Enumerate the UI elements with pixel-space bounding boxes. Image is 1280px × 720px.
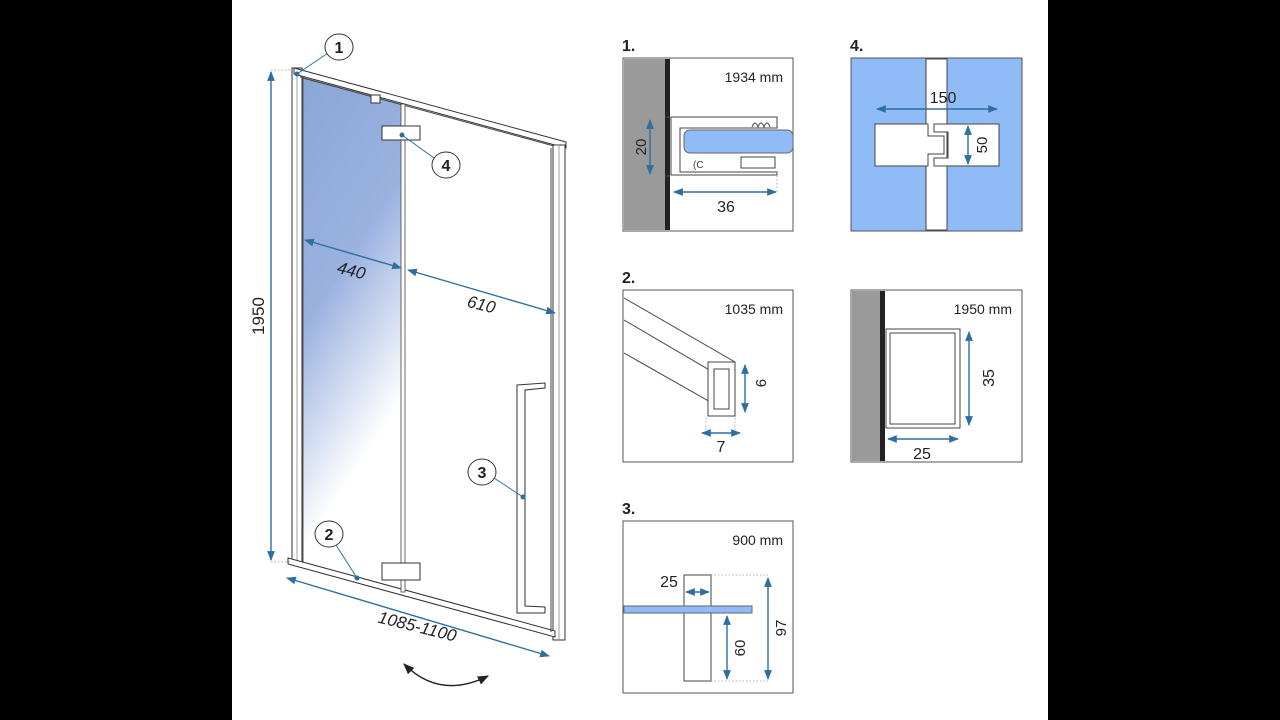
height-dimension-label: 1950 bbox=[249, 297, 268, 335]
svg-text:60: 60 bbox=[732, 640, 749, 657]
svg-text:1950 mm: 1950 mm bbox=[954, 301, 1012, 317]
svg-text:1934 mm: 1934 mm bbox=[725, 69, 783, 85]
callout-3[interactable]: 3 bbox=[467, 458, 526, 500]
svg-text:35: 35 bbox=[981, 369, 998, 387]
callout-4[interactable]: 4 bbox=[399, 132, 461, 179]
svg-text:25: 25 bbox=[660, 574, 678, 591]
svg-text:36: 36 bbox=[717, 199, 735, 216]
svg-text:50: 50 bbox=[974, 137, 991, 154]
svg-text:900 mm: 900 mm bbox=[732, 532, 783, 548]
svg-text:1035 mm: 1035 mm bbox=[725, 301, 783, 317]
svg-text:2: 2 bbox=[325, 527, 334, 544]
bottom-hinge bbox=[381, 562, 421, 581]
svg-text:1.: 1. bbox=[622, 38, 635, 55]
door-dimension-label: 610 bbox=[465, 292, 498, 317]
detail-4-hinge: 4. 150 50 bbox=[850, 38, 1023, 232]
detail-3-handle: 3. 900 mm 25 60 97 bbox=[622, 501, 794, 694]
svg-text:20: 20 bbox=[633, 139, 650, 156]
svg-text:25: 25 bbox=[913, 446, 931, 463]
top-rail bbox=[293, 67, 567, 149]
svg-text:4: 4 bbox=[442, 158, 451, 175]
shower-door-drawing bbox=[287, 67, 567, 641]
svg-text:7: 7 bbox=[717, 439, 726, 456]
svg-text:2.: 2. bbox=[622, 270, 635, 287]
detail-1-wall-profile: 1. 1934 mm (C 20 36 bbox=[622, 38, 794, 232]
svg-text:150: 150 bbox=[930, 90, 957, 107]
detail-side-profile: 1950 mm 35 25 bbox=[850, 289, 1023, 463]
svg-text:4.: 4. bbox=[850, 38, 863, 55]
svg-text:(C: (C bbox=[693, 160, 704, 171]
svg-text:3.: 3. bbox=[622, 501, 635, 518]
svg-text:3: 3 bbox=[478, 465, 487, 482]
svg-text:9: 9 bbox=[752, 379, 769, 387]
fixed-glass-panel bbox=[302, 77, 404, 593]
callout-2[interactable]: 2 bbox=[314, 520, 360, 581]
callouts: 1 4 3 2 bbox=[294, 33, 526, 581]
detail-2-bottom-bar: 2. 9 7 1035 mm bbox=[622, 270, 794, 463]
svg-text:1: 1 bbox=[335, 40, 344, 57]
swing-direction-arrow bbox=[403, 663, 490, 687]
width-dimension-label: 1085-1100 bbox=[376, 608, 459, 646]
svg-text:97: 97 bbox=[773, 620, 790, 637]
callout-1[interactable]: 1 bbox=[294, 33, 354, 77]
